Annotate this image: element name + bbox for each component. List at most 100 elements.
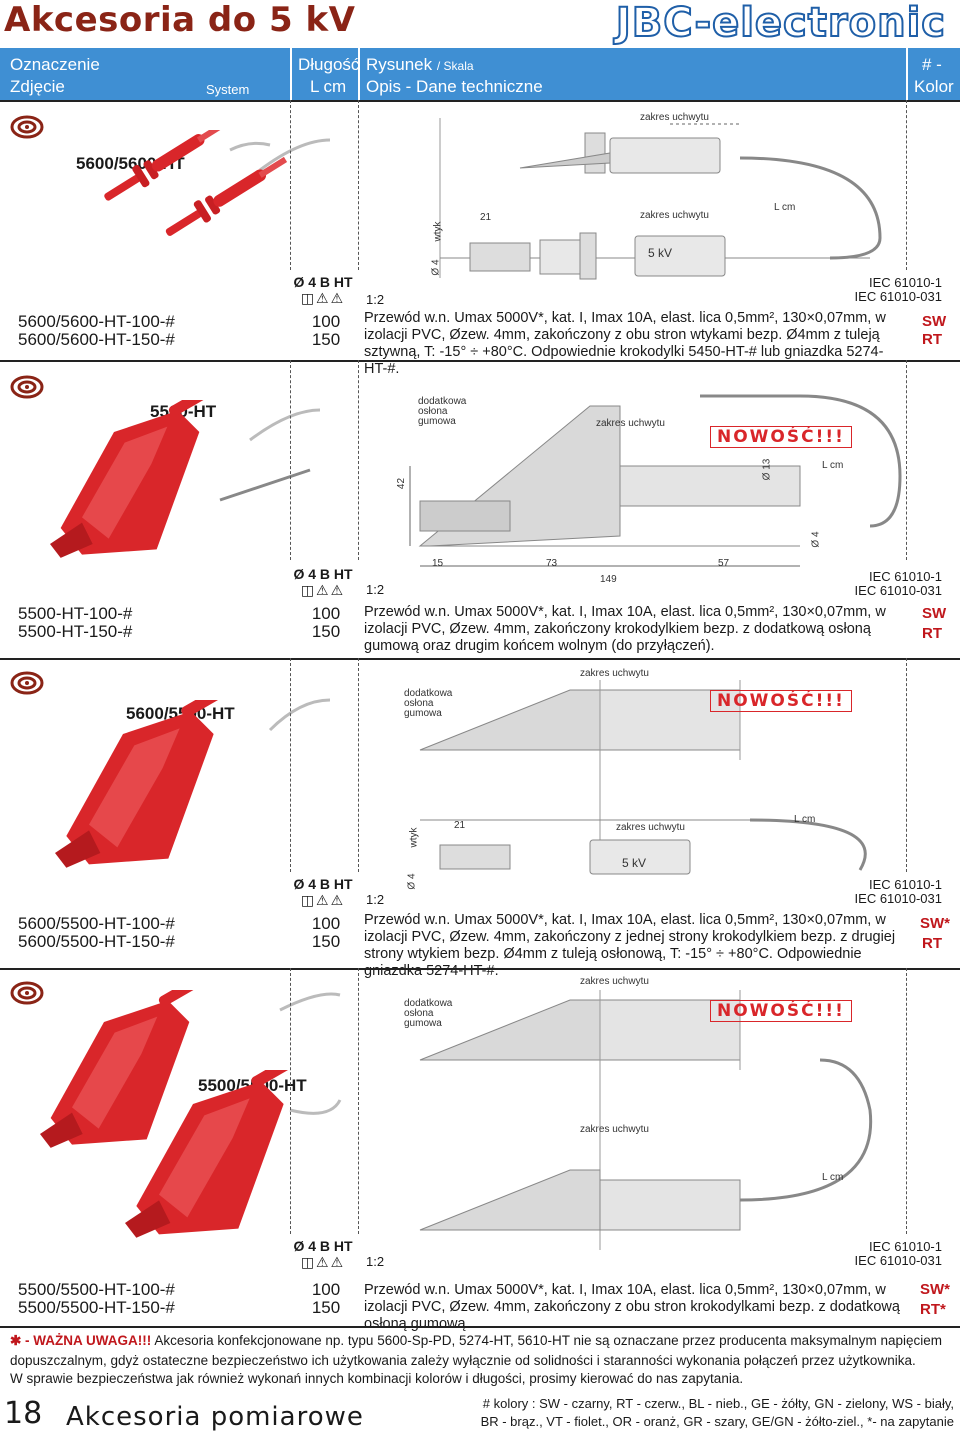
header-oznaczenie: Oznaczenie <box>10 55 100 74</box>
product-description: Przewód w.n. Umax 5000V*, kat. I, Imax 1… <box>364 912 896 979</box>
drawing-label: gumowa <box>404 1018 442 1029</box>
header-hash: # - <box>922 55 942 74</box>
length-value: 150 <box>311 1298 341 1317</box>
color-code: RT <box>922 625 942 642</box>
product-description: Przewód w.n. Umax 5000V*, kat. I, Imax 1… <box>364 604 886 654</box>
drawing-label: Ø 4 <box>810 531 822 548</box>
section-code: 5600/5500-HT <box>126 704 235 723</box>
drawing-label: zakres uchwytu <box>640 112 709 123</box>
product-code: 5500-HT-100-# <box>18 604 133 623</box>
header-system: System <box>206 82 250 97</box>
drawing-label: 15 <box>432 558 444 569</box>
safety-symbols: ◫⚠⚠ <box>300 892 346 908</box>
drawing-label: 57 <box>718 558 730 569</box>
footnote-text: Akcesoria konfekcjonowane np. typu 5600-… <box>154 1333 942 1348</box>
iec-standard: IEC 61010-031 <box>854 891 942 906</box>
length-value: 150 <box>311 932 341 951</box>
drawing-label: zakres uchwytu <box>580 668 649 679</box>
iec-standard: IEC 61010-1 <box>869 569 942 584</box>
safety-symbols: ◫⚠⚠ <box>300 290 346 306</box>
iec-standard: IEC 61010-1 <box>869 877 942 892</box>
drawing-label: gumowa <box>418 416 456 427</box>
important-note-label: ✱ - WAŻNA UWAGA!!! <box>10 1333 152 1348</box>
technical-drawing <box>409 394 902 567</box>
drawing-label: osłona <box>404 1008 434 1019</box>
length-value: 100 <box>311 604 341 623</box>
drawing-label: wtyk <box>408 827 420 848</box>
iec-standard: IEC 61010-031 <box>854 1253 942 1268</box>
target-icon <box>10 374 44 400</box>
color-code: RT* <box>920 1301 946 1318</box>
product-code: 5500/5500-HT-100-# <box>18 1280 175 1299</box>
drawing-label: 5 kV <box>648 246 673 260</box>
length-value: 100 <box>311 1280 341 1299</box>
footnote-line: dopuszczalnym, gdyż ostateczne bezpiecze… <box>10 1353 916 1368</box>
diameter-label: Ø 4 B HT <box>293 274 353 290</box>
drawing-label: Ø 4 <box>430 259 442 276</box>
drawing-label: 149 <box>600 574 617 585</box>
color-legend: # kolory : SW - czarny, RT - czerw., BL … <box>482 1396 954 1411</box>
technical-drawing <box>419 680 867 875</box>
footer-section-title: Akcesoria pomiarowe <box>66 1402 364 1432</box>
product-code: 5600/5500-HT-150-# <box>18 932 175 951</box>
drawing-label: zakres uchwytu <box>616 822 685 833</box>
diameter-label: Ø 4 B HT <box>293 876 353 892</box>
drawing-label: dodatkowa <box>404 688 453 699</box>
length-value: 150 <box>311 622 341 641</box>
footnote-divider <box>0 1326 960 1328</box>
product-description: Przewód w.n. Umax 5000V*, kat. I, Imax 1… <box>364 1282 900 1332</box>
header-divider <box>358 48 360 100</box>
drawing-label: L cm <box>822 460 844 471</box>
safety-symbols: ◫⚠⚠ <box>300 582 346 598</box>
safety-symbols: ◫⚠⚠ <box>300 1254 346 1270</box>
product-section-5600-5600 <box>0 100 960 358</box>
product-photo <box>40 990 342 1238</box>
drawing-label: 21 <box>480 212 492 223</box>
drawing-label: gumowa <box>404 708 442 719</box>
drawing-label: dodatkowa <box>404 998 453 1009</box>
scale-label: 1:2 <box>366 292 385 307</box>
drawing-label: 42 <box>396 477 408 490</box>
page-number: 18 <box>4 1396 43 1431</box>
color-code: SW <box>922 313 947 330</box>
product-section-5500 <box>0 360 960 656</box>
iec-standard: IEC 61010-031 <box>854 289 942 304</box>
product-photo <box>55 698 331 868</box>
diameter-label: Ø 4 B HT <box>293 566 353 582</box>
header-divider <box>906 48 908 100</box>
length-value: 100 <box>311 312 341 331</box>
drawing-label: L cm <box>822 1172 844 1183</box>
scale-label: 1:2 <box>366 892 385 907</box>
color-legend: BR - brąz., VT - fiolet., OR - oranż, GR… <box>480 1414 954 1429</box>
scale-label: 1:2 <box>366 1254 385 1269</box>
product-code: 5500/5500-HT-150-# <box>18 1298 175 1317</box>
drawing-label: 73 <box>546 558 558 569</box>
header-rysunek: Rysunek / Skala <box>366 55 474 74</box>
footnote-line: ✱ - WAŻNA UWAGA!!! Akcesoria konfekcjono… <box>10 1332 950 1350</box>
color-code: RT <box>922 935 942 952</box>
drawing-label: wtyk <box>432 221 444 242</box>
iec-standard: IEC 61010-1 <box>869 1239 942 1254</box>
product-photo <box>98 130 331 244</box>
drawing-label: zakres uchwytu <box>640 210 709 221</box>
new-badge: NOWOŚĆ!!! <box>710 1000 852 1022</box>
drawing-label: 21 <box>454 820 466 831</box>
drawing-label: L cm <box>774 202 796 213</box>
drawing-label: osłona <box>418 406 448 417</box>
drawing-label: Ø 4 <box>406 873 418 890</box>
technical-drawing <box>439 118 882 280</box>
iec-standard: IEC 61010-1 <box>869 275 942 290</box>
drawing-label: dodatkowa <box>418 396 467 407</box>
drawing-label: zakres uchwytu <box>596 418 665 429</box>
technical-drawing <box>419 990 873 1250</box>
drawing-label: osłona <box>404 698 434 709</box>
color-code: SW* <box>920 915 950 932</box>
header-lcm: L cm <box>310 77 347 96</box>
iec-standard: IEC 61010-031 <box>854 583 942 598</box>
brand-logo: JBC-electronic <box>615 0 946 47</box>
drawing-label: L cm <box>794 814 816 825</box>
header-divider <box>290 48 292 100</box>
length-value: 100 <box>311 914 341 933</box>
header-zdjecie: Zdjęcie <box>10 77 65 96</box>
product-code: 5600/5600-HT-150-# <box>18 330 175 349</box>
